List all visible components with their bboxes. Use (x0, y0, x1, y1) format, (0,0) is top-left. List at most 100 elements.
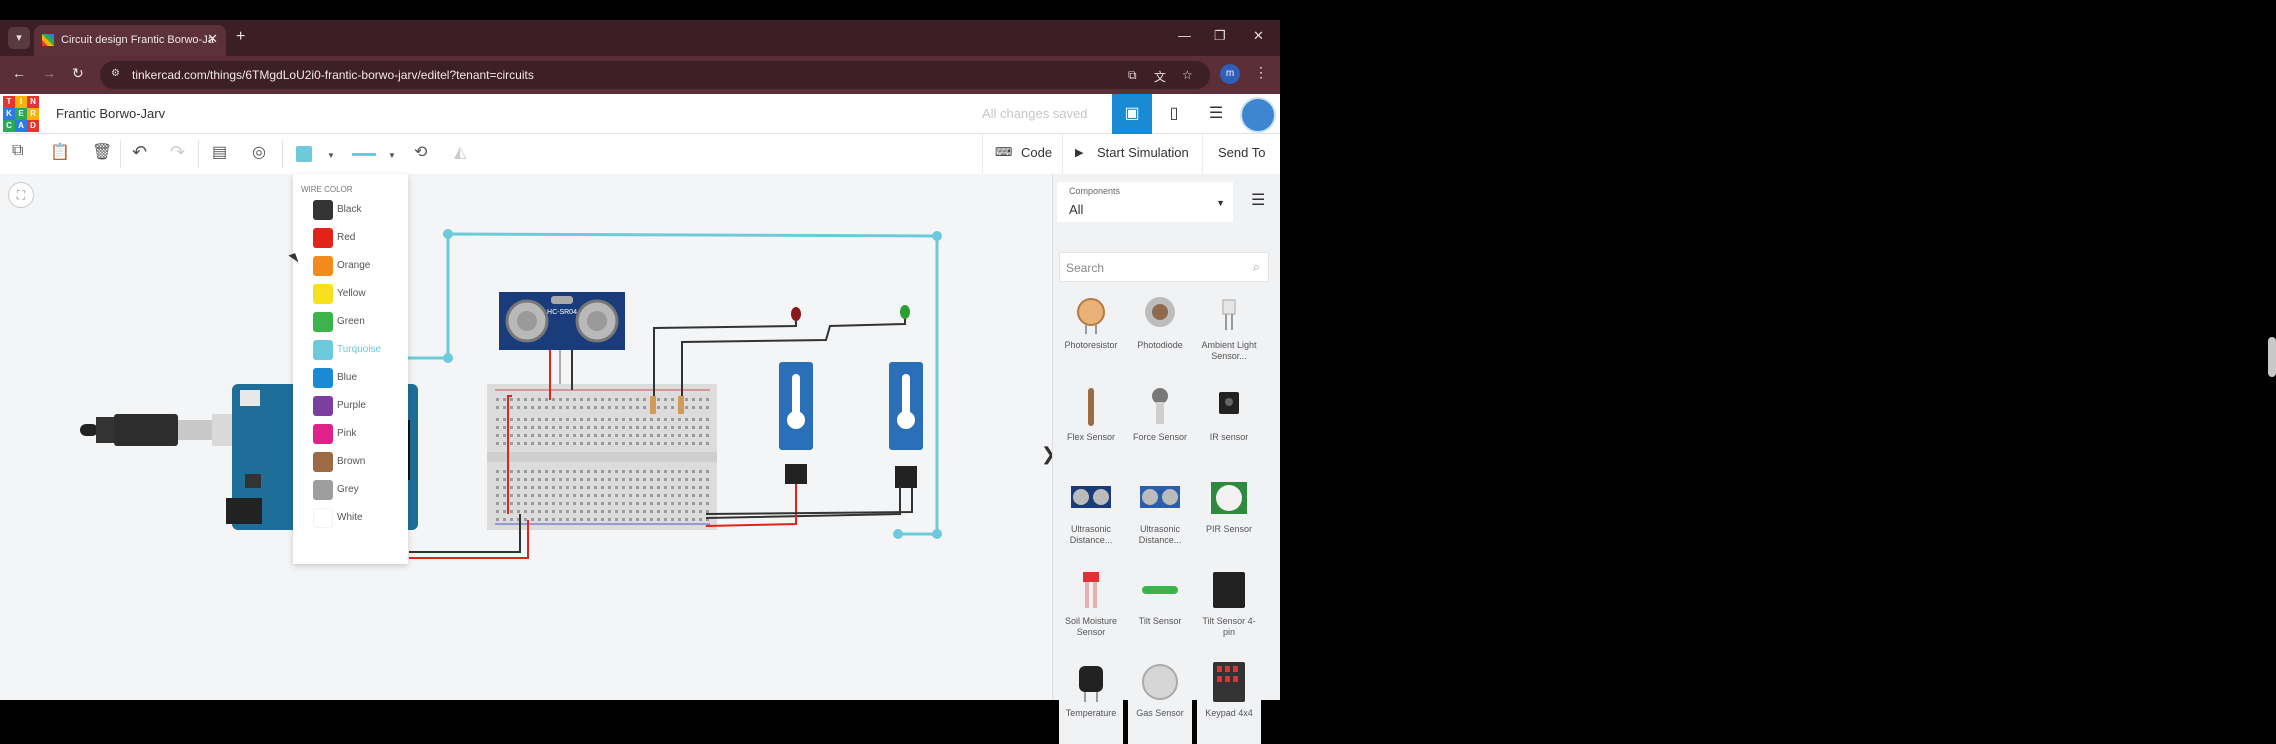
tinkercad-logo[interactable]: T I N K E R C A D (3, 96, 39, 132)
component-item-tilt-sensor-4-pin[interactable]: Tilt Sensor 4-pin (1197, 566, 1261, 652)
resistor[interactable] (678, 396, 684, 414)
wire-color-option-white[interactable]: White (313, 508, 403, 528)
bookmark-star-icon[interactable]: ☆ (1182, 68, 1193, 82)
color-swatch (313, 424, 333, 444)
reload-icon[interactable]: ↻ (72, 65, 84, 81)
wire-color-option-pink[interactable]: Pink (313, 424, 403, 444)
note-visibility-icon[interactable]: ◎ (252, 144, 266, 161)
circuit-drawing[interactable]: HC-SR04 (0, 174, 1052, 700)
component-item-pir-sensor[interactable]: PIR Sensor (1197, 474, 1261, 560)
photodiode-icon (1140, 294, 1180, 334)
toolbar-divider (120, 140, 121, 168)
window-close-icon[interactable]: ✕ (1253, 28, 1264, 43)
send-to-button[interactable]: Send To (1202, 134, 1280, 174)
restore-icon[interactable]: ❐ (1214, 28, 1226, 43)
component-item-soil-moisture-sensor[interactable]: Soil Moisture Sensor (1059, 566, 1123, 652)
component-label: Keypad 4x4 (1205, 708, 1253, 718)
profile-avatar[interactable]: m (1220, 64, 1240, 84)
component-item-flex-sensor[interactable]: Flex Sensor (1059, 382, 1123, 468)
component-item-tilt-sensor[interactable]: Tilt Sensor (1128, 566, 1192, 652)
wire-color-option-turquoise[interactable]: Turquoise (313, 340, 403, 360)
url-field[interactable]: ⚙ tinkercad.com/things/6TMgdLoU2i0-frant… (100, 61, 1210, 89)
sensor-label: HC-SR04 (547, 309, 577, 316)
wire-color-option-purple[interactable]: Purple (313, 396, 403, 416)
schematic-view-icon[interactable]: ▯ (1169, 105, 1179, 122)
circuit-view-icon[interactable]: ▣ (1112, 94, 1152, 134)
wire-handles[interactable] (443, 229, 942, 539)
ultrasonic-sensor[interactable]: HC-SR04 (499, 292, 625, 350)
wire-color-option-blue[interactable]: Blue (313, 368, 403, 388)
tinkercad-favicon-icon (42, 34, 54, 46)
panel-scrollbar[interactable] (2268, 337, 2276, 377)
component-label: Force Sensor (1132, 432, 1188, 442)
component-item-temperature-sensor[interactable]: Temperature (1059, 658, 1123, 744)
forward-icon[interactable]: → (42, 65, 56, 81)
chevron-down-icon[interactable]: ▼ (388, 151, 396, 160)
wire-color-option-red[interactable]: Red (313, 228, 403, 248)
flip-icon[interactable]: ◭ (454, 144, 467, 161)
logo-letter: I (15, 96, 27, 108)
chevron-down-icon[interactable]: ▼ (327, 151, 335, 160)
component-item-ambient-light-sensor[interactable]: Ambient Light Sensor... (1197, 290, 1261, 376)
color-swatch (313, 368, 333, 388)
component-item-photoresistor[interactable]: Photoresistor (1059, 290, 1123, 376)
browser-menu-icon[interactable]: ⋮ (1254, 64, 1268, 80)
component-label: Ultrasonic Distance... (1138, 524, 1182, 545)
back-icon[interactable]: ← (12, 65, 26, 81)
translate-icon[interactable]: 文 (1154, 70, 1167, 84)
circuit-canvas[interactable]: ⛶ (0, 174, 1056, 700)
wire-color-option-yellow[interactable]: Yellow (313, 284, 403, 304)
paste-icon[interactable]: 📋 (50, 144, 70, 161)
browser-tab[interactable]: Circuit design Frantic Borwo-Ja ✕ (34, 25, 226, 56)
components-filter-select[interactable]: Components All ▼ (1057, 182, 1233, 222)
install-app-icon[interactable]: ⧉ (1128, 68, 1137, 82)
address-bar-row: ← → ↻ ⚙ tinkercad.com/things/6TMgdLoU2i0… (0, 56, 1280, 94)
start-simulation-label: Start Simulation (1097, 145, 1189, 160)
wire-color-option-orange[interactable]: Orange (313, 256, 403, 276)
user-avatar[interactable] (1240, 97, 1276, 133)
component-item-keypad[interactable]: Keypad 4x4 (1197, 658, 1261, 744)
play-icon: ▶ (1075, 147, 1084, 159)
servo-motor[interactable] (889, 362, 923, 488)
breadboard[interactable] (487, 384, 717, 530)
site-settings-icon[interactable]: ⚙ (111, 68, 120, 79)
start-simulation-button[interactable]: ▶ Start Simulation (1062, 134, 1202, 174)
fit-view-icon[interactable]: ⛶ (8, 182, 34, 208)
component-item-ir-sensor[interactable]: IR sensor (1197, 382, 1261, 468)
copy-icon[interactable]: ⧉ (12, 142, 24, 159)
notes-icon[interactable]: ▤ (212, 144, 228, 161)
wire-type-icon[interactable] (352, 153, 376, 156)
minimize-icon[interactable]: — (1178, 28, 1191, 43)
resistor[interactable] (650, 396, 656, 414)
close-tab-icon[interactable]: ✕ (207, 31, 218, 46)
component-item-force-sensor[interactable]: Force Sensor (1128, 382, 1192, 468)
servo-motor[interactable] (779, 362, 813, 484)
wire-color-swatch[interactable] (296, 146, 312, 162)
search-input[interactable]: Search ⌕ (1059, 252, 1269, 282)
component-item-photodiode[interactable]: Photodiode (1128, 290, 1192, 376)
wire-color-option-green[interactable]: Green (313, 312, 403, 332)
components-label: Components (1069, 186, 1121, 196)
list-view-icon[interactable]: ☰ (1251, 192, 1266, 209)
code-button[interactable]: ⌨ Code (982, 134, 1062, 174)
component-item-ultrasonic-distance-sensor[interactable]: Ultrasonic Distance... (1059, 474, 1123, 560)
component-list-view-icon[interactable]: ☰ (1208, 105, 1224, 122)
delete-icon[interactable]: 🗑 (92, 144, 113, 161)
wire-color-option-brown[interactable]: Brown (313, 452, 403, 472)
wire-color-option-black[interactable]: Black (313, 200, 403, 220)
rotate-icon[interactable]: ⟲ (414, 144, 428, 161)
project-title[interactable]: Frantic Borwo-Jarv (56, 106, 166, 121)
red-led[interactable] (791, 307, 801, 321)
wire-color-option-grey[interactable]: Grey (313, 480, 403, 500)
undo-icon[interactable]: ↶ (132, 142, 148, 162)
logo-letter: A (15, 120, 27, 132)
component-item-ultrasonic-distance-sensor[interactable]: Ultrasonic Distance... (1128, 474, 1192, 560)
tab-search-icon[interactable]: ▾ (8, 27, 30, 49)
flex-sensor-icon (1071, 386, 1111, 426)
redo-icon[interactable]: ↷ (170, 142, 186, 162)
turquoise-wire[interactable] (408, 232, 939, 536)
tinkercad-header: T I N K E R C A D Frantic Borwo-Jarv All… (0, 94, 1280, 134)
component-item-gas-sensor[interactable]: Gas Sensor (1128, 658, 1192, 744)
green-led[interactable] (900, 305, 910, 319)
new-tab-icon[interactable]: + (236, 28, 246, 45)
